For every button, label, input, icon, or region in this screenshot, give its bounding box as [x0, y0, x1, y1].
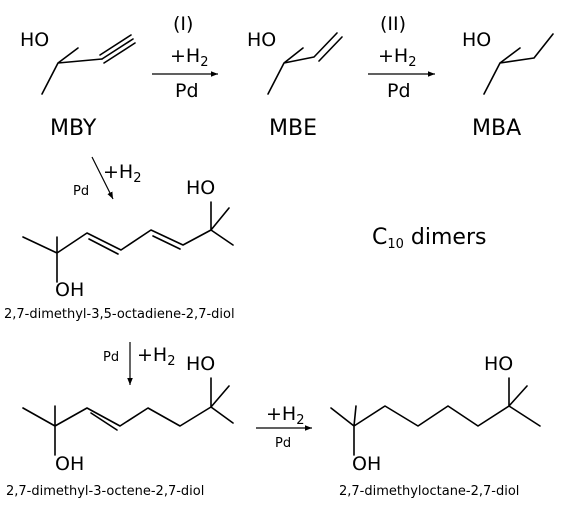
step-1-reagent: +H2: [170, 45, 209, 70]
octane-diol-name: 2,7-dimethyloctane-2,7-diol: [339, 484, 519, 499]
step-2-number: (II): [380, 13, 406, 35]
step-1-arrow-group: (I) +H2 Pd: [152, 13, 218, 102]
dimer-step-c-group: +H2 Pd: [256, 403, 312, 451]
octane-top-hydroxyl: HO: [484, 353, 513, 375]
step-1-catalyst: Pd: [175, 80, 199, 102]
dimer-step-b-group: Pd +H2: [103, 342, 176, 385]
step-2-reagent: +H2: [378, 45, 417, 70]
octene-diol-structure: OH HO: [22, 353, 234, 475]
mba-structure: HO: [462, 29, 554, 95]
octadiene-diol-structure: OH HO: [22, 177, 234, 301]
dimer-step-a-reagent: +H2: [103, 161, 142, 186]
step-1-number: (I): [173, 13, 193, 35]
dimer-step-a-group: +H2 Pd: [73, 156, 142, 200]
mby-hydroxyl-label: HO: [20, 29, 49, 51]
dimer-step-a-catalyst: Pd: [73, 184, 89, 199]
octadiene-bottom-hydroxyl: OH: [55, 279, 84, 301]
dimer-step-c-reagent: +H2: [266, 403, 305, 428]
octane-bottom-hydroxyl: OH: [352, 453, 381, 475]
mby-label: MBY: [50, 116, 97, 141]
dimer-step-c-catalyst: Pd: [275, 436, 291, 451]
dimer-step-b-catalyst: Pd: [103, 350, 119, 365]
octane-diol-structure: OH HO: [330, 353, 541, 475]
octene-diol-name: 2,7-dimethyl-3-octene-2,7-diol: [6, 484, 204, 499]
octadiene-diol-name: 2,7-dimethyl-3,5-octadiene-2,7-diol: [4, 307, 235, 322]
dimer-step-b-reagent: +H2: [137, 344, 176, 369]
mba-hydroxyl-label: HO: [462, 29, 491, 51]
dimers-label: C10 dimers: [372, 225, 486, 252]
step-2-catalyst: Pd: [387, 80, 411, 102]
mbe-structure: HO: [247, 29, 343, 95]
octene-top-hydroxyl: HO: [186, 353, 215, 375]
mby-structure: HO: [20, 29, 136, 95]
mba-label: MBA: [472, 116, 521, 141]
mbe-label: MBE: [269, 116, 317, 141]
octadiene-top-hydroxyl: HO: [186, 177, 215, 199]
dimer-step-a-arrow: [91, 156, 114, 200]
mbe-hydroxyl-label: HO: [247, 29, 276, 51]
step-2-arrow-group: (II) +H2 Pd: [368, 13, 435, 102]
octene-bottom-hydroxyl: OH: [55, 453, 84, 475]
